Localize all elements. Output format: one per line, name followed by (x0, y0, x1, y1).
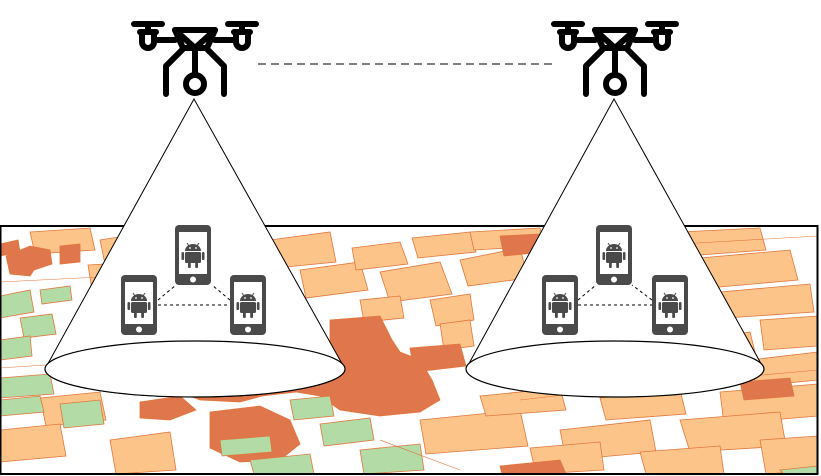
android-phone-icon (652, 275, 688, 335)
drone-icon (554, 24, 676, 94)
device-cluster-left (121, 225, 266, 335)
android-phone-icon (121, 275, 157, 335)
drone-icon (134, 24, 256, 94)
android-phone-icon (175, 225, 211, 285)
android-phone-icon (230, 275, 266, 335)
android-phone-icon (596, 225, 632, 285)
android-phone-icon (542, 275, 578, 335)
device-cluster-right (542, 225, 688, 335)
